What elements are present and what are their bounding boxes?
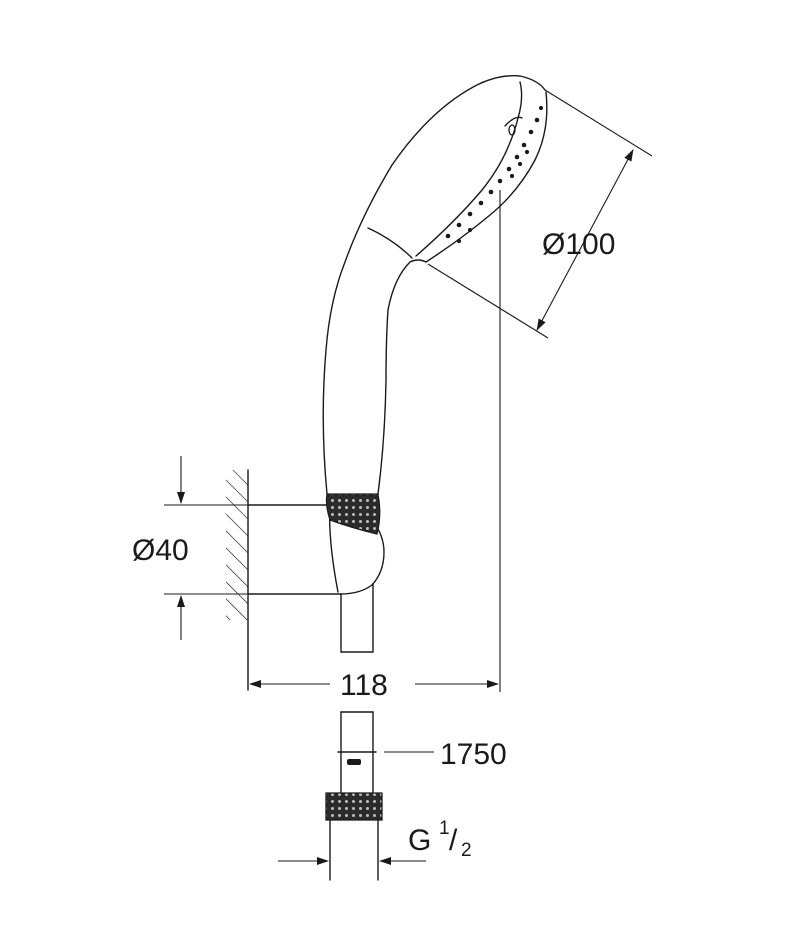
holder-diameter-label: Ø40 bbox=[132, 534, 189, 567]
hose-detail bbox=[325, 711, 383, 881]
spray-nozzles bbox=[445, 105, 544, 244]
dimension-holder-diameter: Ø40 bbox=[132, 456, 248, 640]
hose-upper bbox=[340, 583, 374, 653]
hose-marking bbox=[347, 759, 361, 765]
thread-numerator: 1 bbox=[439, 818, 450, 839]
thread-denominator: 2 bbox=[461, 840, 472, 861]
dimension-head-diameter: Ø100 bbox=[427, 89, 653, 339]
dimension-projection: 118 bbox=[249, 669, 499, 702]
hose-length-label: 1750 bbox=[440, 738, 507, 771]
dimension-thread: G 1 / 2 bbox=[278, 818, 472, 865]
wall-holder bbox=[247, 493, 385, 595]
hose-nut-knurl bbox=[325, 792, 383, 821]
spray-selector bbox=[508, 124, 516, 136]
hand-shower bbox=[322, 75, 548, 495]
thread-slash: / bbox=[449, 824, 458, 857]
thread-label: G bbox=[408, 824, 431, 857]
holder-knurl-ring bbox=[325, 493, 381, 535]
head-diameter-label: Ø100 bbox=[542, 228, 615, 261]
dimension-hose-length: 1750 bbox=[384, 738, 507, 771]
shower-head-face bbox=[425, 91, 548, 263]
handle-outline bbox=[322, 75, 546, 495]
projection-label: 118 bbox=[340, 669, 388, 702]
wall bbox=[226, 469, 249, 691]
